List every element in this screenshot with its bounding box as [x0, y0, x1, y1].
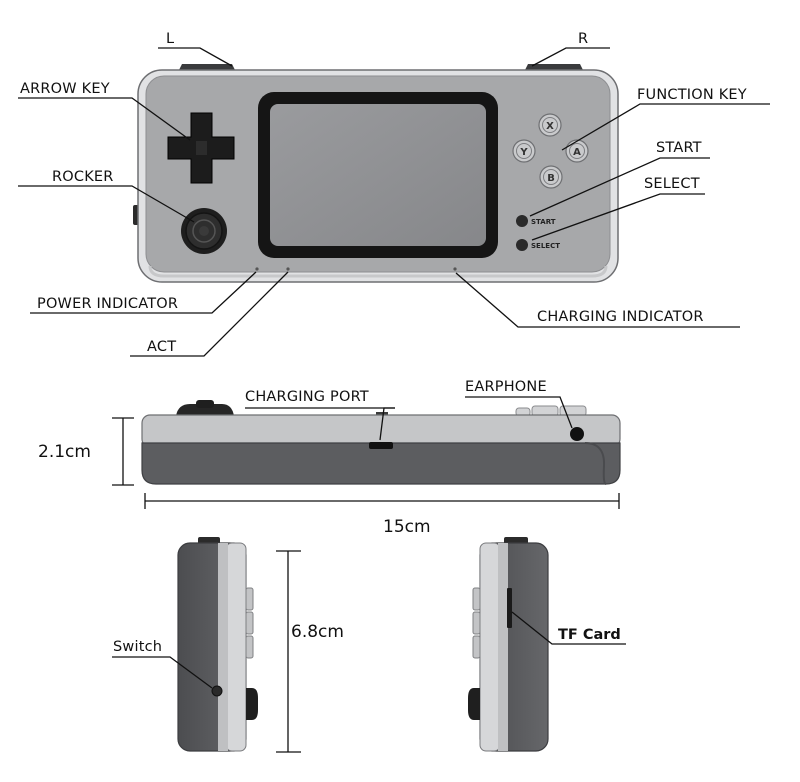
right-side-view — [468, 537, 549, 752]
x-button-label: X — [546, 121, 554, 132]
function-key-buttons: X Y A B — [512, 113, 589, 189]
b-button: B — [539, 165, 563, 189]
screen — [258, 92, 498, 258]
label-start: START — [656, 140, 702, 156]
height-dimension — [276, 550, 301, 753]
y-button: Y — [512, 139, 536, 163]
top-edge-view — [141, 400, 621, 485]
tf-card-slot — [507, 588, 512, 628]
dimension-length: 15cm — [383, 517, 431, 537]
label-r: R — [578, 31, 588, 47]
label-function-key: FUNCTION KEY — [637, 87, 747, 103]
x-button: X — [538, 113, 562, 137]
charging-indicator-led — [453, 267, 457, 271]
arrow-key-dpad — [167, 112, 235, 184]
dimension-thickness: 2.1cm — [38, 442, 91, 462]
label-rocker: ROCKER — [52, 169, 114, 185]
left-side-view — [177, 537, 258, 752]
label-charging-port: CHARGING PORT — [245, 389, 369, 405]
start-button: START — [516, 215, 556, 227]
top-leader-lines — [245, 396, 573, 441]
b-button-label: B — [547, 173, 555, 184]
label-act: ACT — [147, 339, 176, 355]
rocker-joystick — [181, 208, 227, 254]
label-power-indicator: POWER INDICATOR — [37, 296, 178, 312]
y-button-label: Y — [519, 147, 528, 158]
label-charging-indicator: CHARGING INDICATOR — [537, 309, 704, 325]
power-indicator-led — [255, 267, 259, 271]
label-tf-card: TF Card — [558, 627, 621, 643]
select-button-print: SELECT — [531, 242, 560, 250]
front-view: X Y A B START SELECT — [133, 64, 619, 283]
label-arrow-key: ARROW KEY — [20, 81, 110, 97]
front-leader-lines — [18, 47, 770, 357]
select-button: SELECT — [516, 239, 560, 251]
a-button: A — [565, 139, 589, 163]
length-dimension — [144, 493, 620, 509]
tf-card-leader-line — [511, 611, 626, 645]
label-earphone: EARPHONE — [465, 379, 547, 395]
act-led — [286, 267, 290, 271]
earphone-jack — [570, 427, 584, 441]
label-l: L — [166, 31, 174, 47]
thickness-dimension — [112, 417, 134, 486]
charging-port — [369, 442, 393, 449]
a-button-label: A — [573, 147, 581, 158]
label-switch: Switch — [113, 639, 162, 655]
dimension-height: 6.8cm — [291, 622, 344, 642]
power-switch — [211, 685, 223, 697]
label-select: SELECT — [644, 176, 700, 192]
switch-leader-line — [112, 656, 213, 689]
start-button-print: START — [531, 218, 556, 226]
